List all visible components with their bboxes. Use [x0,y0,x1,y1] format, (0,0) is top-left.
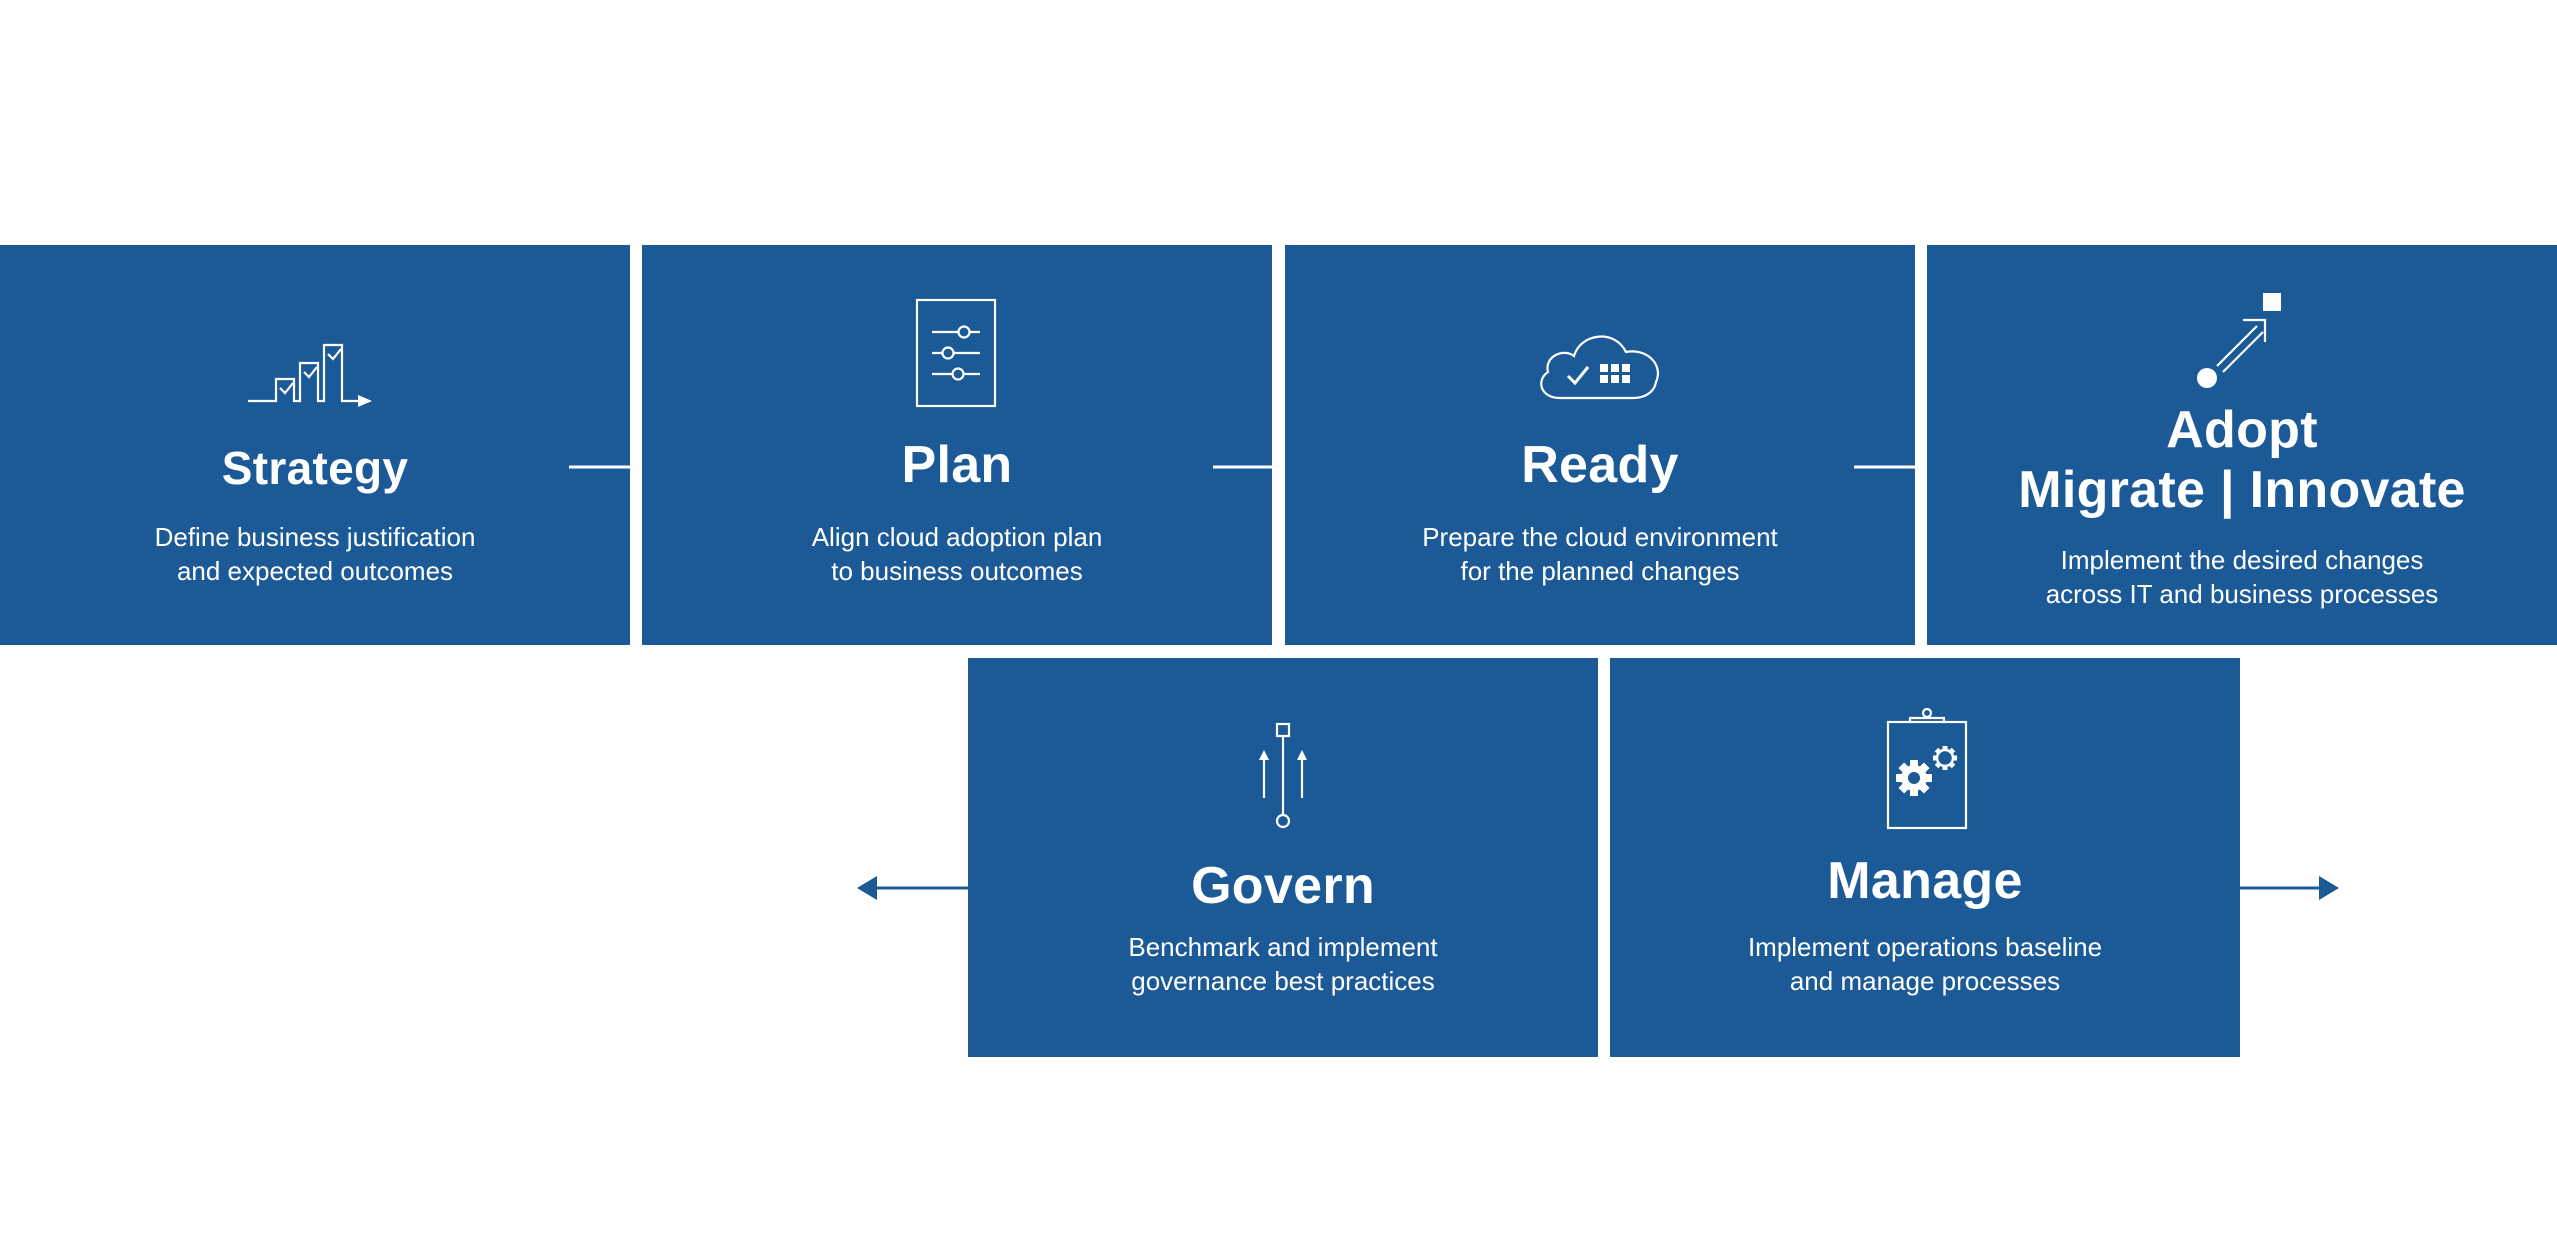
adopt-card: Adopt Migrate | Innovate Implement the d… [1927,245,2557,645]
step-title: Plan [901,436,1013,494]
governance-arrows-icon [1259,722,1307,829]
step-description: Align cloud adoption plan to business ou… [811,522,1103,586]
right-arrow-icon [2239,876,2339,900]
bar-chart-checkmarks-icon [248,343,372,407]
document-sliders-icon [915,298,997,408]
migrate-arrow-icon [2197,293,2281,388]
clipboard-gears-icon [1886,708,1968,830]
step-description: Benchmark and implement governance best … [1128,932,1438,996]
step-title: Ready [1521,436,1679,494]
step-description: Prepare the cloud environment for the pl… [1422,522,1778,586]
step-title: Adopt Migrate | Innovate [2018,401,2466,519]
strategy-card: Strategy Define business justification a… [0,245,630,645]
manage-card: Manage Implement operations baseline and… [1610,658,2240,1057]
step-description: Implement the desired changes across IT … [2045,545,2439,609]
step-title: Manage [1827,852,2023,910]
cloud-check-grid-icon [1540,335,1659,400]
step-description: Implement operations baseline and manage… [1747,932,2103,996]
ready-card: Ready Prepare the cloud environment for … [1285,245,1915,645]
plan-card: Plan Align cloud adoption plan to busine… [642,245,1272,645]
step-description: Define business justification and expect… [154,522,476,586]
step-title: Govern [1191,857,1375,915]
govern-card: Govern Benchmark and implement governanc… [968,658,1598,1057]
left-arrow-icon [857,876,968,900]
step-title: Strategy [221,442,409,494]
